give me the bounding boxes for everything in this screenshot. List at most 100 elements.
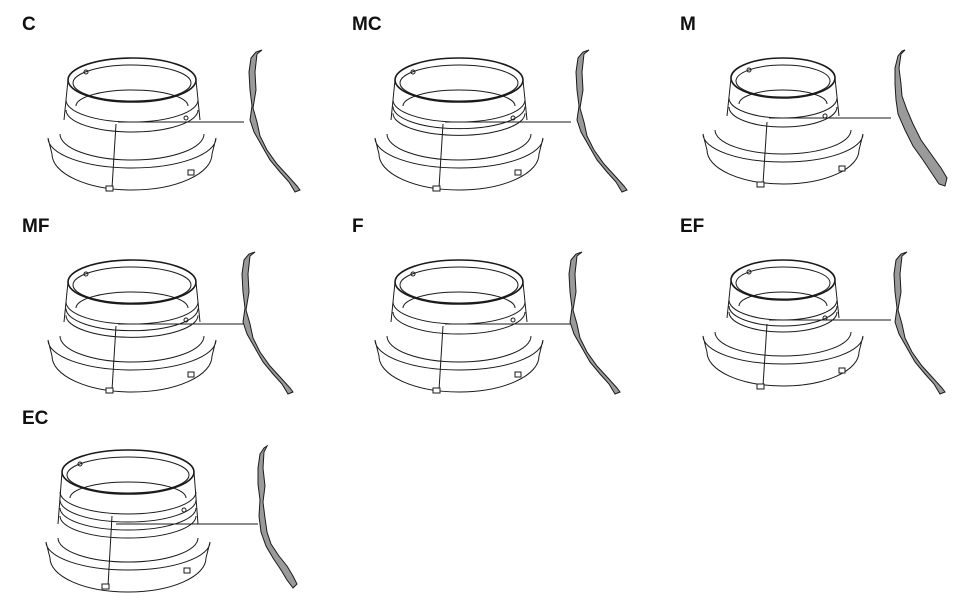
ring-top-rim [730, 259, 836, 301]
ring-band [59, 515, 197, 539]
ring-base-flange [374, 339, 544, 393]
ring-top-rim-inner [735, 64, 831, 98]
crusher-liner-ring [702, 57, 891, 188]
ring-band [728, 305, 838, 327]
ring-top-rim-inner [399, 266, 519, 304]
ring-cylinder-sides [390, 79, 528, 121]
bolt-hole [183, 317, 189, 323]
panel-label: F [352, 216, 364, 237]
ring-band [65, 109, 199, 133]
ring-band [59, 507, 197, 531]
panel-label: MF [22, 216, 49, 237]
ring-top-rim [67, 259, 197, 305]
ring-band [392, 99, 526, 123]
ring-band [59, 491, 197, 515]
base-lug [105, 185, 114, 192]
profile-shape [568, 251, 621, 395]
ring-band [392, 106, 526, 130]
ring-bore-curve [738, 89, 828, 105]
section-line [762, 121, 768, 185]
ring-flange-inner-curve [59, 133, 205, 161]
base-lug [514, 371, 522, 378]
section-line [438, 325, 444, 391]
ring-base-flange [47, 137, 217, 191]
ring-base-flange [45, 541, 211, 593]
ring-flange-inner-curve [386, 133, 532, 161]
base-lug [187, 169, 195, 176]
liner-profile-section [894, 49, 948, 187]
bolt-hole [746, 67, 752, 73]
crusher-liner-ring [374, 259, 571, 394]
ring-bore-curve [402, 89, 516, 107]
ring-flange-inner-curve [386, 335, 532, 363]
profile-shape [248, 49, 301, 193]
ring-base-flange [374, 137, 544, 191]
profile-shape [575, 49, 628, 193]
ring-cylinder-sides [726, 77, 840, 117]
ring-band [728, 97, 838, 119]
base-lug [838, 165, 846, 172]
panel-label: C [22, 14, 36, 35]
ring-top-rim [394, 259, 524, 305]
bolt-hole [410, 271, 416, 277]
crusher-liner-ring [47, 259, 244, 394]
ring-top-rim [67, 57, 197, 103]
panel-label: M [680, 14, 696, 35]
base-lug [432, 185, 441, 192]
ring-bore-curve [402, 291, 516, 309]
panel-mc: MC [352, 14, 628, 193]
ring-band [728, 311, 838, 333]
ring-flange-inner-curve [714, 129, 852, 155]
ring-band [392, 311, 526, 335]
section-line [107, 515, 113, 587]
ring-top-rim [61, 449, 195, 495]
base-lug [514, 169, 522, 176]
panel-ef: EF [680, 216, 946, 395]
section-line [111, 123, 117, 189]
panel-c: C [22, 14, 301, 193]
ring-flange-inner-curve [57, 537, 199, 563]
bolt-hole [83, 69, 89, 75]
liner-profile-section [257, 444, 298, 589]
base-lug [101, 583, 110, 590]
base-lug [756, 181, 765, 188]
base-lug [105, 387, 114, 394]
ring-band [65, 315, 199, 338]
ring-band [65, 301, 199, 325]
profile-shape [893, 251, 946, 395]
ring-cylinder-sides [63, 281, 201, 323]
ring-top-rim-inner [399, 64, 519, 102]
ring-top-rim-inner [735, 266, 831, 300]
ring-top-rim-inner [72, 266, 192, 304]
section-line [438, 123, 444, 189]
ring-cylinder-sides [57, 471, 199, 525]
ring-top-rim-inner [72, 64, 192, 102]
bolt-hole [83, 271, 89, 277]
bolt-hole [410, 69, 416, 75]
bolt-hole [746, 269, 752, 275]
liner-profile-section [241, 251, 294, 395]
liner-profile-section [568, 251, 621, 395]
ring-bore-curve [69, 481, 187, 499]
bolt-hole [77, 461, 83, 467]
bolt-hole [510, 115, 516, 121]
ring-cylinder-sides [726, 279, 840, 319]
panel-m: M [680, 14, 948, 188]
liner-profile-section [893, 251, 946, 395]
crusher-liner-ring [374, 57, 571, 192]
ring-band [59, 499, 197, 523]
bolt-hole [822, 113, 828, 119]
panel-mf: MF [22, 216, 294, 395]
ring-base-flange [47, 339, 217, 393]
crusher-liner-ring [702, 259, 891, 390]
liner-profile-section [248, 49, 301, 193]
ring-flange-inner-curve [714, 331, 852, 357]
panel-ec: EC [22, 408, 298, 593]
section-line [762, 323, 768, 387]
ring-band [65, 99, 199, 123]
ring-band [65, 308, 199, 332]
ring-bore-curve [738, 291, 828, 307]
ring-base-flange [702, 335, 864, 387]
crusher-liner-ring [47, 57, 244, 192]
